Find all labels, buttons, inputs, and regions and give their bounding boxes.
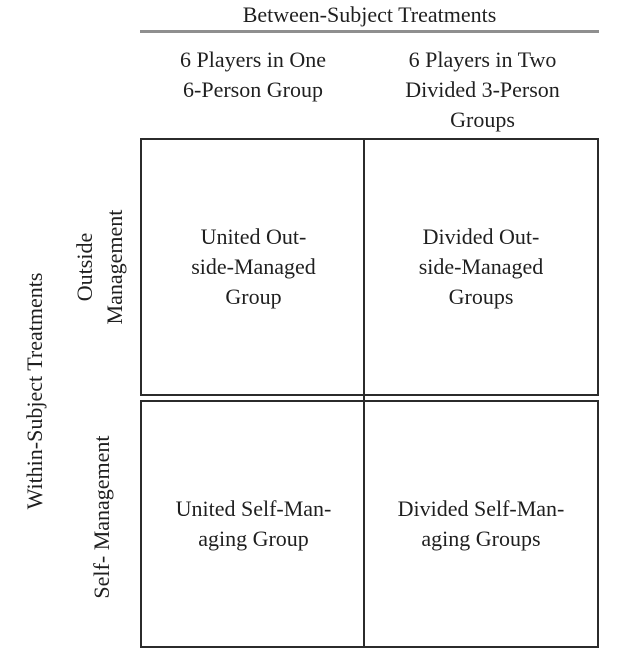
- grid-row-outside-management: United Out- side-Managed Group Divided O…: [140, 138, 599, 396]
- within-subject-treatments-axis-title: Within-Subject Treatments: [22, 272, 47, 510]
- header-rule: [140, 30, 599, 33]
- grid-vertical-divider: [363, 138, 365, 648]
- column-header-one-group: 6 Players in One 6-Person Group: [179, 47, 327, 102]
- cell-united-self-managing-group: United Self-Man- aging Group: [175, 496, 332, 551]
- column-header-divided-groups: 6 Players in Two Divided 3-Person Groups: [405, 47, 560, 132]
- cell-divided-outside-managed-groups: Divided Out- side-Managed Groups: [418, 224, 544, 309]
- design-grid: United Out- side-Managed Group Divided O…: [140, 138, 599, 648]
- grid-row-self-management: United Self-Man- aging Group Divided Sel…: [140, 400, 599, 648]
- cell-united-outside-managed-group: United Out- side-Managed Group: [191, 224, 316, 309]
- cell-divided-self-managing-groups: Divided Self-Man- aging Groups: [397, 496, 565, 551]
- row-label-self-management: Self- Management: [89, 435, 114, 599]
- between-subject-treatments-title: Between-Subject Treatments: [242, 2, 497, 27]
